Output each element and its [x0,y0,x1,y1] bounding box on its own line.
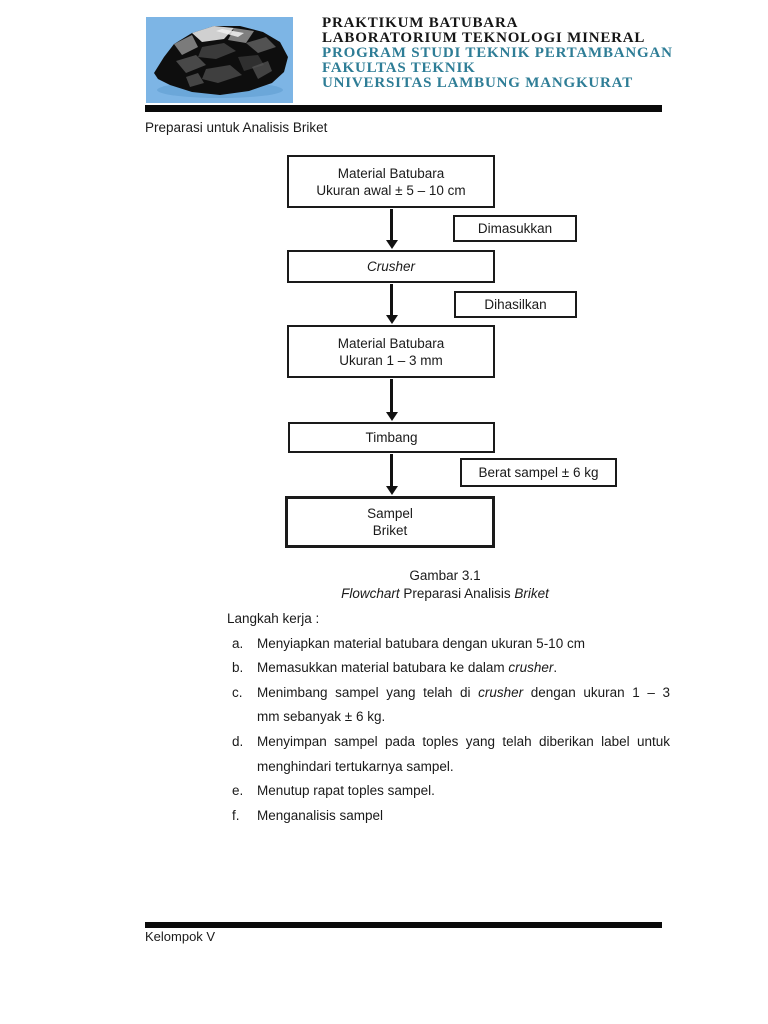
flow-box-text: Ukuran awal ± 5 – 10 cm [316,182,466,198]
flow-box-material-hasil: Material Batubara Ukuran 1 – 3 mm [287,325,495,378]
flow-label-berat-sampel: Berat sampel ± 6 kg [460,458,617,487]
step-item-e: e. Menutup rapat toples sampel. [227,779,670,804]
flow-box-text: Sampel [367,506,413,521]
footer-divider [145,922,662,928]
figure-caption-title: Flowchart Preparasi Analisis Briket [341,586,549,601]
letterhead-line-5: UNIVERSITAS LAMBUNG MANGKURAT [322,75,633,91]
step-item-b: b. Memasukkan material batubara ke dalam… [227,656,670,681]
flow-box-text: Material Batubara [337,165,445,181]
flow-box-text: Briket [372,523,408,538]
step-item-a: a. Menyiapkan material batubara dengan u… [227,632,670,657]
step-text: Memasukkan material batubara ke dalam cr… [257,660,558,676]
step-text: mm sebanyak ± 6 kg. [257,709,386,725]
figure-caption-number: Gambar 3.1 [409,568,481,583]
section-title: Preparasi untuk Analisis Briket [145,120,328,135]
letterhead-line-3: PROGRAM STUDI TEKNIK PERTAMBANGAN [322,45,673,61]
step-letter: d. [232,733,244,749]
letterhead-line-1: PRAKTIKUM BATUBARA [322,15,519,31]
step-item-d: d. Menyimpan sampel pada toples yang tel… [227,730,670,779]
steps-heading: Langkah kerja : [227,611,320,626]
step-letter: a. [232,635,244,651]
step-item-c: c. Menimbang sampel yang telah di crushe… [227,681,670,730]
flow-label-text: Dihasilkan [484,297,547,312]
step-text: Menutup rapat toples sampel. [257,783,435,799]
letterhead-line-4: FAKULTAS TEKNIK [322,60,476,76]
step-letter: f. [232,807,240,823]
step-letter: e. [232,783,244,799]
coal-photo [146,17,293,103]
letterhead-line-2: LABORATORIUM TEKNOLOGI MINERAL [322,30,646,46]
flow-box-text: Timbang [365,430,418,445]
flow-arrow-down-icon [385,284,398,324]
work-steps: Langkah kerja : a. Menyiapkan material b… [227,607,670,828]
flow-arrow-down-icon [385,379,398,421]
flow-box-text: Ukuran 1 – 3 mm [339,352,443,368]
step-letter: c. [232,684,243,700]
step-text: Menimbang sampel yang telah di crusher d… [257,684,670,700]
figure-caption: Gambar 3.1 Flowchart Preparasi Analisis … [227,567,663,603]
flow-arrow-down-icon [385,209,398,249]
flow-arrow-down-icon [385,454,398,495]
flow-box-text: Material Batubara [337,335,445,351]
flow-label-dimasukkan: Dimasukkan [453,215,577,242]
flow-box-sampel-briket: Sampel Briket [285,496,495,548]
step-item-f: f. Menganalisis sampel [227,804,670,829]
step-text: menghindari tertukarnya sampel. [257,758,454,774]
flow-label-dihasilkan: Dihasilkan [454,291,577,318]
header-divider [145,105,662,112]
flow-label-text: Dimasukkan [477,221,553,236]
flow-box-timbang: Timbang [288,422,495,453]
flow-box-text: Crusher [366,259,415,274]
step-letter: b. [232,660,244,676]
flow-box-crusher: Crusher [287,250,495,283]
letterhead: PRAKTIKUM BATUBARA LABORATORIUM TEKNOLOG… [322,16,673,91]
coal-photo-icon [146,17,293,103]
step-text: Menyiapkan material batubara dengan ukur… [257,635,585,651]
footer-label: Kelompok V [145,929,216,944]
flow-box-material-awal: Material Batubara Ukuran awal ± 5 – 10 c… [287,155,495,208]
flow-label-text: Berat sampel ± 6 kg [478,465,599,480]
step-text: Menyimpan sampel pada toples yang telah … [257,733,670,749]
step-text: Menganalisis sampel [257,807,384,823]
